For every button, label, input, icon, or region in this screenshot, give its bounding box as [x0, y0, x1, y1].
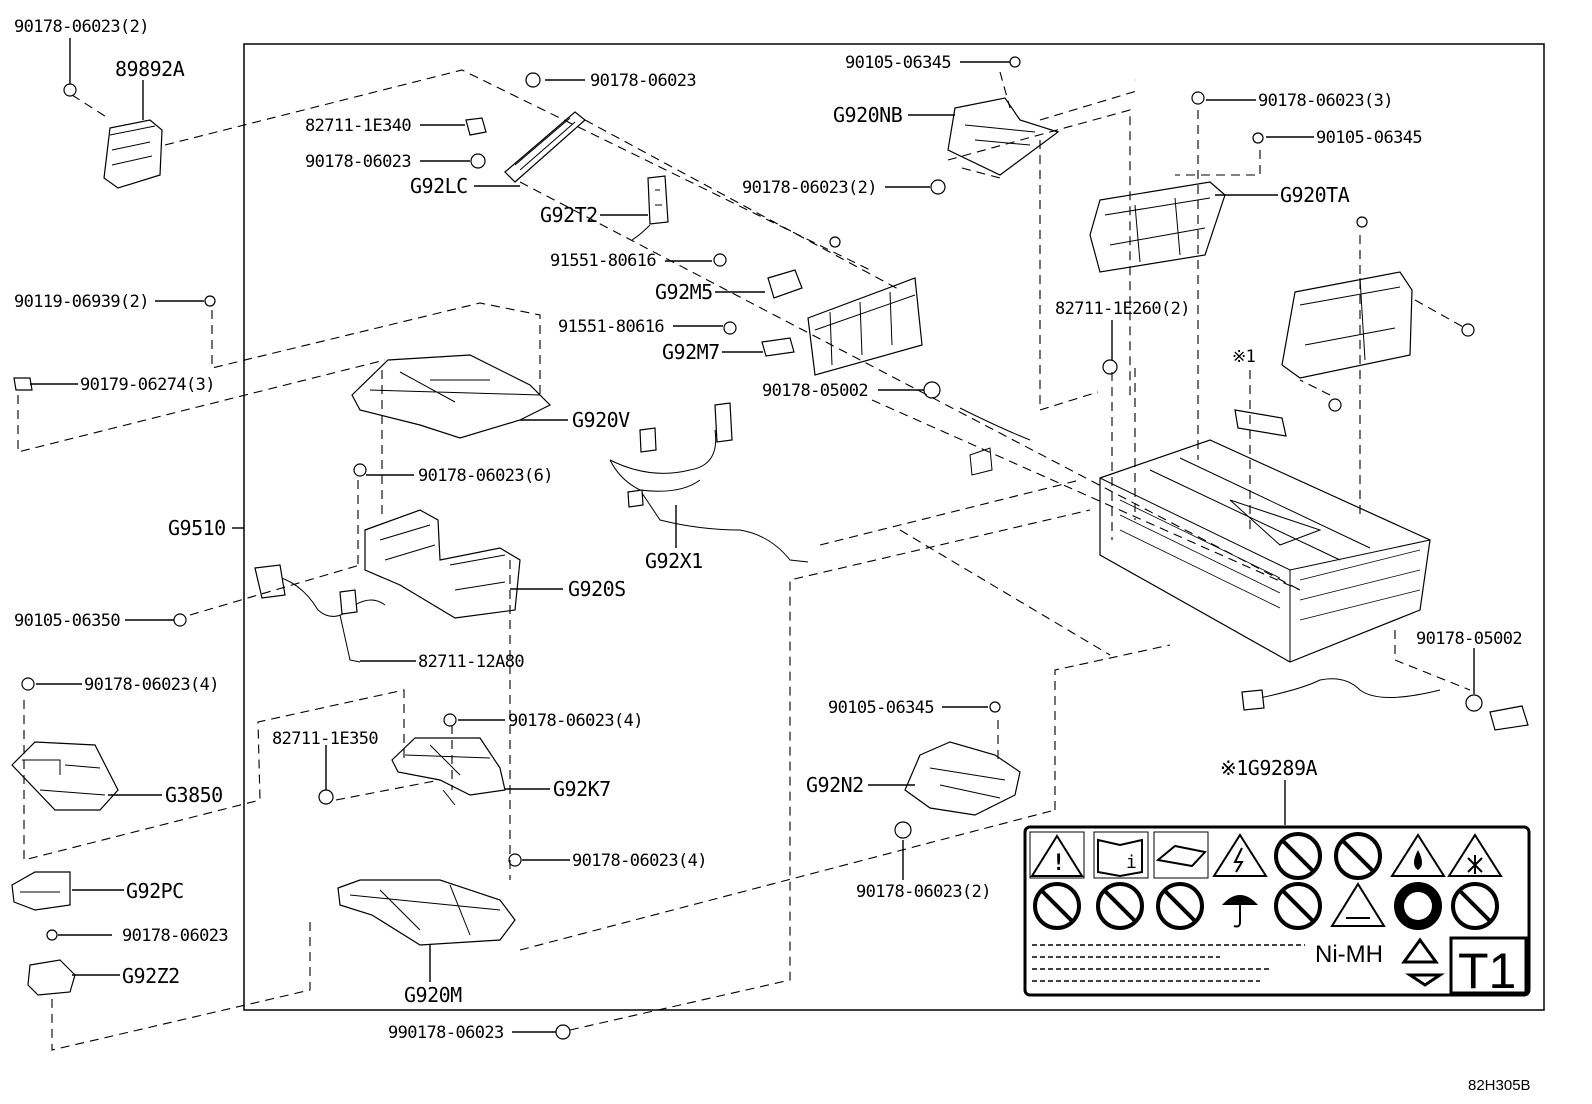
part-G920NB: G920NB	[833, 103, 903, 127]
part-G920TA: G920TA	[1280, 183, 1350, 207]
part-g92z2	[27, 929, 76, 996]
part-G92M7: G92M7	[662, 340, 720, 364]
callout-90178-06023-b: 90178-06023	[305, 152, 411, 172]
svg-text:!: !	[1052, 851, 1065, 876]
part-G9510: G9510	[168, 516, 226, 540]
note-1: ※1	[1232, 347, 1256, 367]
part-g92pc	[11, 871, 71, 911]
callout-90178-06023-2-c: 90178-06023(2)	[856, 882, 991, 902]
manual-icon: i	[1093, 831, 1149, 879]
part-G92K7: G92K7	[553, 777, 611, 801]
part-G92Z2: G92Z2	[122, 964, 180, 988]
callout-82711-1E340: 82711-1E340	[305, 116, 411, 136]
keep-dry-icon	[1222, 895, 1258, 928]
callout-90105-06345-a: 90105-06345	[845, 53, 951, 73]
t1-code: T1	[1458, 943, 1516, 999]
center-bracket	[807, 277, 923, 376]
no-short-circuit-icon	[1451, 882, 1499, 930]
right-bracket	[1281, 216, 1475, 412]
part-G920V: G920V	[572, 408, 630, 432]
no-water-icon	[1274, 882, 1322, 930]
connector-g92t2	[631, 175, 669, 241]
tray-g920m	[337, 853, 571, 1040]
svg-text:i: i	[1126, 852, 1137, 873]
assembly-lines	[17, 69, 1471, 1051]
callout-90178-06023-2-b: 90178-06023(2)	[742, 178, 877, 198]
bracket-g92k7	[318, 713, 506, 806]
callout-90178-06023-c: 90178-06023	[122, 926, 228, 946]
callout-90178-06023-a: 90178-06023	[590, 71, 696, 91]
callout-90178-06023-4-b: 90178-06023(4)	[508, 711, 643, 731]
no-fire-icon	[1334, 832, 1382, 880]
diagram-code: 82H305B	[1468, 1077, 1531, 1094]
callout-90179-06274-3: 90179-06274(3)	[80, 375, 215, 395]
callout-91551-80616-b: 91551-80616	[558, 317, 664, 337]
bracket-g920s	[353, 463, 521, 619]
part-G92T2: G92T2	[540, 203, 598, 227]
recycle-icon	[1401, 937, 1445, 987]
part-G92X1: G92X1	[645, 549, 703, 573]
warning-triangle-icon: !	[1029, 831, 1085, 879]
no-drop-icon	[1156, 882, 1204, 930]
part-G3850: G3850	[165, 783, 223, 807]
callout-90178-06023-2-a: 90178-06023(2)	[14, 17, 149, 37]
relay-g3850	[11, 677, 119, 811]
part-89892A: 89892A	[115, 57, 185, 81]
part-G9289A: ※1G9289A	[1220, 756, 1318, 780]
bracket-g92lc	[465, 72, 586, 183]
cover-g920nb	[930, 56, 1060, 195]
part-G92N2: G92N2	[806, 773, 864, 797]
wire-harness-left	[173, 564, 386, 663]
ecu-89892A	[63, 83, 163, 189]
part-G92M5: G92M5	[655, 280, 713, 304]
part-G92PC: G92PC	[126, 879, 184, 903]
flammable-icon	[1390, 833, 1446, 877]
harness-g92x1	[609, 402, 809, 563]
corrosive-icon	[1330, 882, 1386, 927]
callout-82711-1E260-2: 82711-1E260(2)	[1055, 299, 1190, 319]
callout-90105-06345-b: 90105-06345	[1316, 128, 1422, 148]
callout-82711-1E350: 82711-1E350	[272, 729, 378, 749]
no-disassemble-icon	[1033, 882, 1081, 930]
no-incinerate-icon	[1394, 882, 1442, 930]
read-manual-icon	[1153, 831, 1209, 879]
battery-assembly	[1099, 409, 1431, 663]
callout-90178-05002-a: 90178-05002	[762, 381, 868, 401]
callout-91551-80616-a: 91551-80616	[550, 251, 656, 271]
callout-90119-06939-2: 90119-06939(2)	[14, 292, 149, 312]
callout-90105-06350: 90105-06350	[14, 611, 120, 631]
callout-90178-06023-6: 90178-06023(6)	[418, 466, 553, 486]
no-touch-icon	[1274, 832, 1322, 880]
no-step-icon	[1096, 882, 1144, 930]
cable-right	[923, 359, 1529, 731]
cover-g92n2	[894, 701, 1021, 839]
callout-90178-06023-4-c: 90178-06023(4)	[572, 851, 707, 871]
leader-lines	[30, 38, 1475, 1033]
high-voltage-icon	[1212, 833, 1268, 877]
callout-90178-06023-3: 90178-06023(3)	[1258, 91, 1393, 111]
cover-g920v	[13, 295, 552, 439]
blocks-g92m5-g92m7	[713, 236, 841, 357]
warning-label-g9289a: ! i	[1023, 825, 1531, 999]
main-frame	[243, 43, 1545, 1011]
callout-labels: 90178-06023(2) 89892A 90178-06023 82711-…	[14, 17, 1531, 1094]
cover-g920ta	[1089, 91, 1264, 273]
callout-990178-06023: 990178-06023	[388, 1023, 504, 1043]
callout-90178-06023-4-a: 90178-06023(4)	[84, 675, 219, 695]
callout-90178-05002-b: 90178-05002	[1416, 629, 1522, 649]
part-G920S: G920S	[568, 577, 626, 601]
part-G92LC: G92LC	[410, 174, 468, 198]
callout-82711-12A80: 82711-12A80	[418, 652, 524, 672]
explosive-icon	[1447, 833, 1503, 877]
part-G920M: G920M	[404, 983, 462, 1007]
ni-mh-text: Ni-MH	[1315, 941, 1383, 968]
callout-90105-06345-c: 90105-06345	[828, 698, 934, 718]
